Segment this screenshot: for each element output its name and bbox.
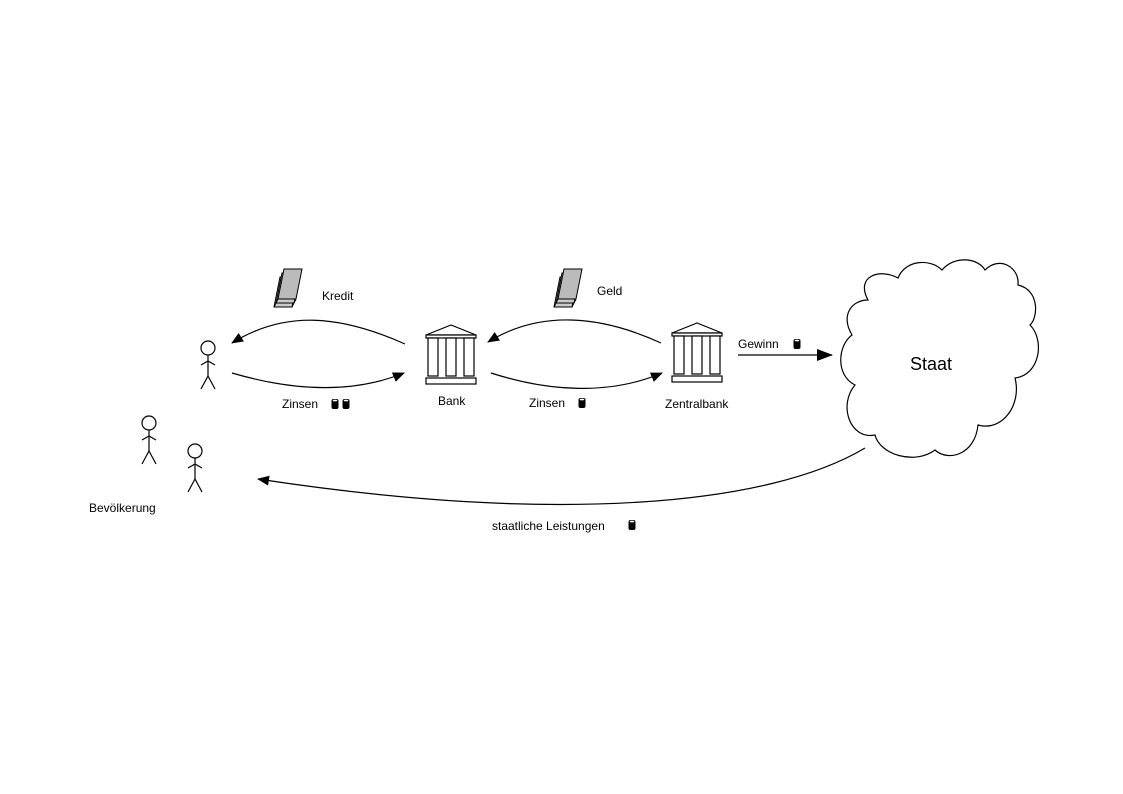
label-zinsen-people: Zinsen bbox=[282, 397, 318, 411]
coin-icon-gewinn bbox=[793, 339, 801, 349]
label-zentralbank: Zentralbank bbox=[665, 397, 729, 411]
arrow-zinsen-bank bbox=[490, 372, 663, 389]
label-zinsen-bank: Zinsen bbox=[529, 396, 565, 410]
label-bevoelkerung: Bevölkerung bbox=[89, 501, 156, 515]
arrow-zinsen-people bbox=[231, 372, 405, 389]
coin-icon-zinsen-bank bbox=[578, 398, 586, 408]
banknote-stack-icon-kredit bbox=[273, 268, 303, 308]
label-staatliche-leistungen: staatliche Leistungen bbox=[492, 519, 605, 533]
arrow-geld bbox=[487, 319, 662, 344]
person-icon-customer bbox=[200, 340, 216, 390]
zentralbank-icon bbox=[671, 322, 723, 383]
arrow-kredit bbox=[231, 319, 406, 345]
arrow-staatliche-leistungen bbox=[257, 447, 866, 506]
coin-icon-staatliche-leistungen bbox=[628, 520, 636, 530]
person-icon-population-1 bbox=[141, 415, 157, 465]
coin-icon-zinsen-people-2 bbox=[342, 399, 350, 409]
bank-icon bbox=[425, 324, 477, 385]
coin-icon-zinsen-people-1 bbox=[331, 399, 339, 409]
label-gewinn: Gewinn bbox=[738, 337, 779, 351]
label-bank: Bank bbox=[438, 394, 466, 408]
label-staat: Staat bbox=[910, 354, 952, 374]
person-icon-population-2 bbox=[187, 443, 203, 493]
label-kredit: Kredit bbox=[322, 289, 354, 303]
cloud-icon bbox=[840, 259, 1039, 458]
label-geld: Geld bbox=[597, 284, 622, 298]
banknote-stack-icon-geld bbox=[553, 268, 583, 308]
